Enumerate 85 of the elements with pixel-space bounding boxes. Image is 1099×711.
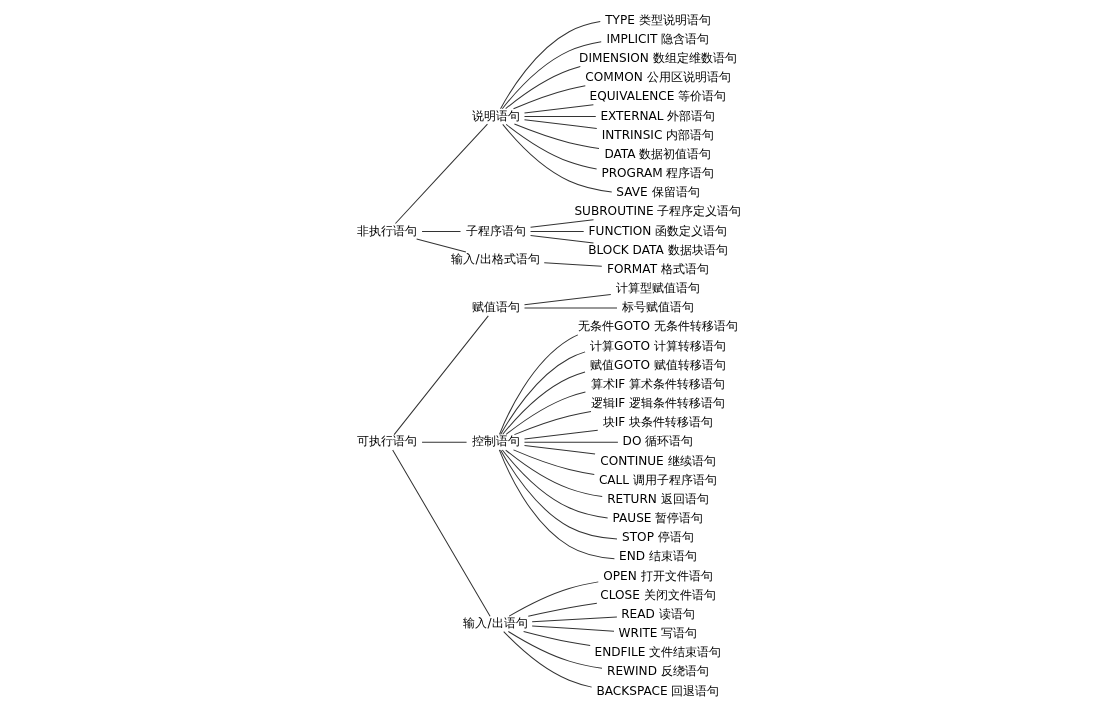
connector xyxy=(531,625,615,632)
connector xyxy=(500,449,618,540)
connector xyxy=(421,441,468,443)
connector xyxy=(523,630,591,646)
node-text: READ 读语句 xyxy=(621,606,695,621)
node-text: DO 循环语句 xyxy=(622,433,694,448)
node-text: ENDFILE 文件结束语句 xyxy=(594,644,722,659)
connector xyxy=(394,123,488,224)
connector xyxy=(508,580,599,617)
node-text: COMMON 公用区说明语句 xyxy=(585,69,731,84)
connector xyxy=(523,429,599,439)
connector xyxy=(507,630,603,669)
connector xyxy=(523,103,594,114)
connector xyxy=(530,218,594,228)
node-text: PAUSE 暂停语句 xyxy=(612,510,704,525)
node-text: INTRINSIC 内部语句 xyxy=(601,127,715,142)
node-text: TYPE 类型说明语句 xyxy=(605,12,711,27)
connector xyxy=(523,441,619,443)
node-text: CONTINUE 继续语句 xyxy=(600,453,716,468)
connector xyxy=(498,333,579,435)
connector xyxy=(500,350,586,435)
node-text: DATA 数据初值语句 xyxy=(604,146,712,161)
node-text: WRITE 写语句 xyxy=(618,625,698,640)
node-text: STOP 停语句 xyxy=(622,529,694,544)
connector xyxy=(523,115,597,117)
node-text: EQUIVALENCE 等价语句 xyxy=(589,88,727,103)
node-text: EXTERNAL 外部语句 xyxy=(600,108,716,123)
node-text: PROGRAM 程序语句 xyxy=(601,165,715,180)
connector xyxy=(500,20,601,109)
connector xyxy=(502,123,613,192)
node-text: 赋值GOTO 赋值转移语句 xyxy=(590,357,726,372)
connector xyxy=(543,261,603,267)
node-text: 子程序语句 xyxy=(465,223,526,238)
node-text: 可执行语句 xyxy=(357,433,418,448)
node-text: SAVE 保留语句 xyxy=(616,184,700,199)
node-text: 块IF 块条件转移语句 xyxy=(602,414,714,429)
connector xyxy=(530,230,585,232)
connector xyxy=(531,616,618,622)
connector xyxy=(523,118,598,129)
node-text: REWIND 反绕语句 xyxy=(607,663,709,678)
node-text: END 结束语句 xyxy=(619,548,697,563)
connector xyxy=(505,65,581,109)
node-text: SUBROUTINE 子程序定义语句 xyxy=(574,203,742,218)
connector xyxy=(501,448,609,518)
node-text: CLOSE 关闭文件语句 xyxy=(600,587,716,602)
connector xyxy=(393,314,489,435)
node-text: 输入/出语句 xyxy=(463,615,528,630)
connector xyxy=(503,630,593,688)
node-text: IMPLICIT 隐含语句 xyxy=(606,31,710,46)
node-text: CALL 调用子程序语句 xyxy=(598,472,717,487)
node-text: 标号赋值语句 xyxy=(621,299,694,314)
node-text: 控制语句 xyxy=(471,433,520,448)
connector xyxy=(513,448,595,475)
node-text: DIMENSION 数组定维数语句 xyxy=(579,50,737,65)
node-text: OPEN 打开文件语句 xyxy=(603,568,713,583)
node-text: 说明语句 xyxy=(471,108,520,123)
node-text: BLOCK DATA 数据块语句 xyxy=(588,242,728,257)
node-text: 算术IF 算术条件转移语句 xyxy=(590,376,726,391)
connector xyxy=(527,602,598,617)
connector xyxy=(502,370,586,435)
connector xyxy=(513,84,586,109)
node-text: FUNCTION 函数定义语句 xyxy=(588,223,728,238)
node-text: 无条件GOTO 无条件转移语句 xyxy=(578,318,738,333)
node-text: FORMAT 格式语句 xyxy=(606,261,709,276)
connector xyxy=(523,293,612,305)
connector xyxy=(505,391,586,435)
node-text: 非执行语句 xyxy=(357,223,418,238)
connector xyxy=(505,123,598,170)
node-text: BACKSPACE 回退语句 xyxy=(596,683,720,698)
node-text: 计算GOTO 计算转移语句 xyxy=(590,338,726,353)
node-text: 输入/出格式语句 xyxy=(451,251,540,266)
node-text: 逻辑IF 逻辑条件转移语句 xyxy=(590,395,726,410)
connector xyxy=(498,448,615,559)
connector xyxy=(530,234,594,243)
connector xyxy=(392,449,491,617)
connector xyxy=(501,40,602,109)
connector xyxy=(505,449,603,497)
node-text: RETURN 返回语句 xyxy=(607,491,709,506)
node-text: 计算型赋值语句 xyxy=(615,280,700,295)
node-text: 赋值语句 xyxy=(471,299,520,314)
connector xyxy=(421,230,462,232)
connector xyxy=(523,444,596,455)
connector xyxy=(513,410,592,435)
connector xyxy=(513,123,600,149)
connector xyxy=(416,238,467,253)
